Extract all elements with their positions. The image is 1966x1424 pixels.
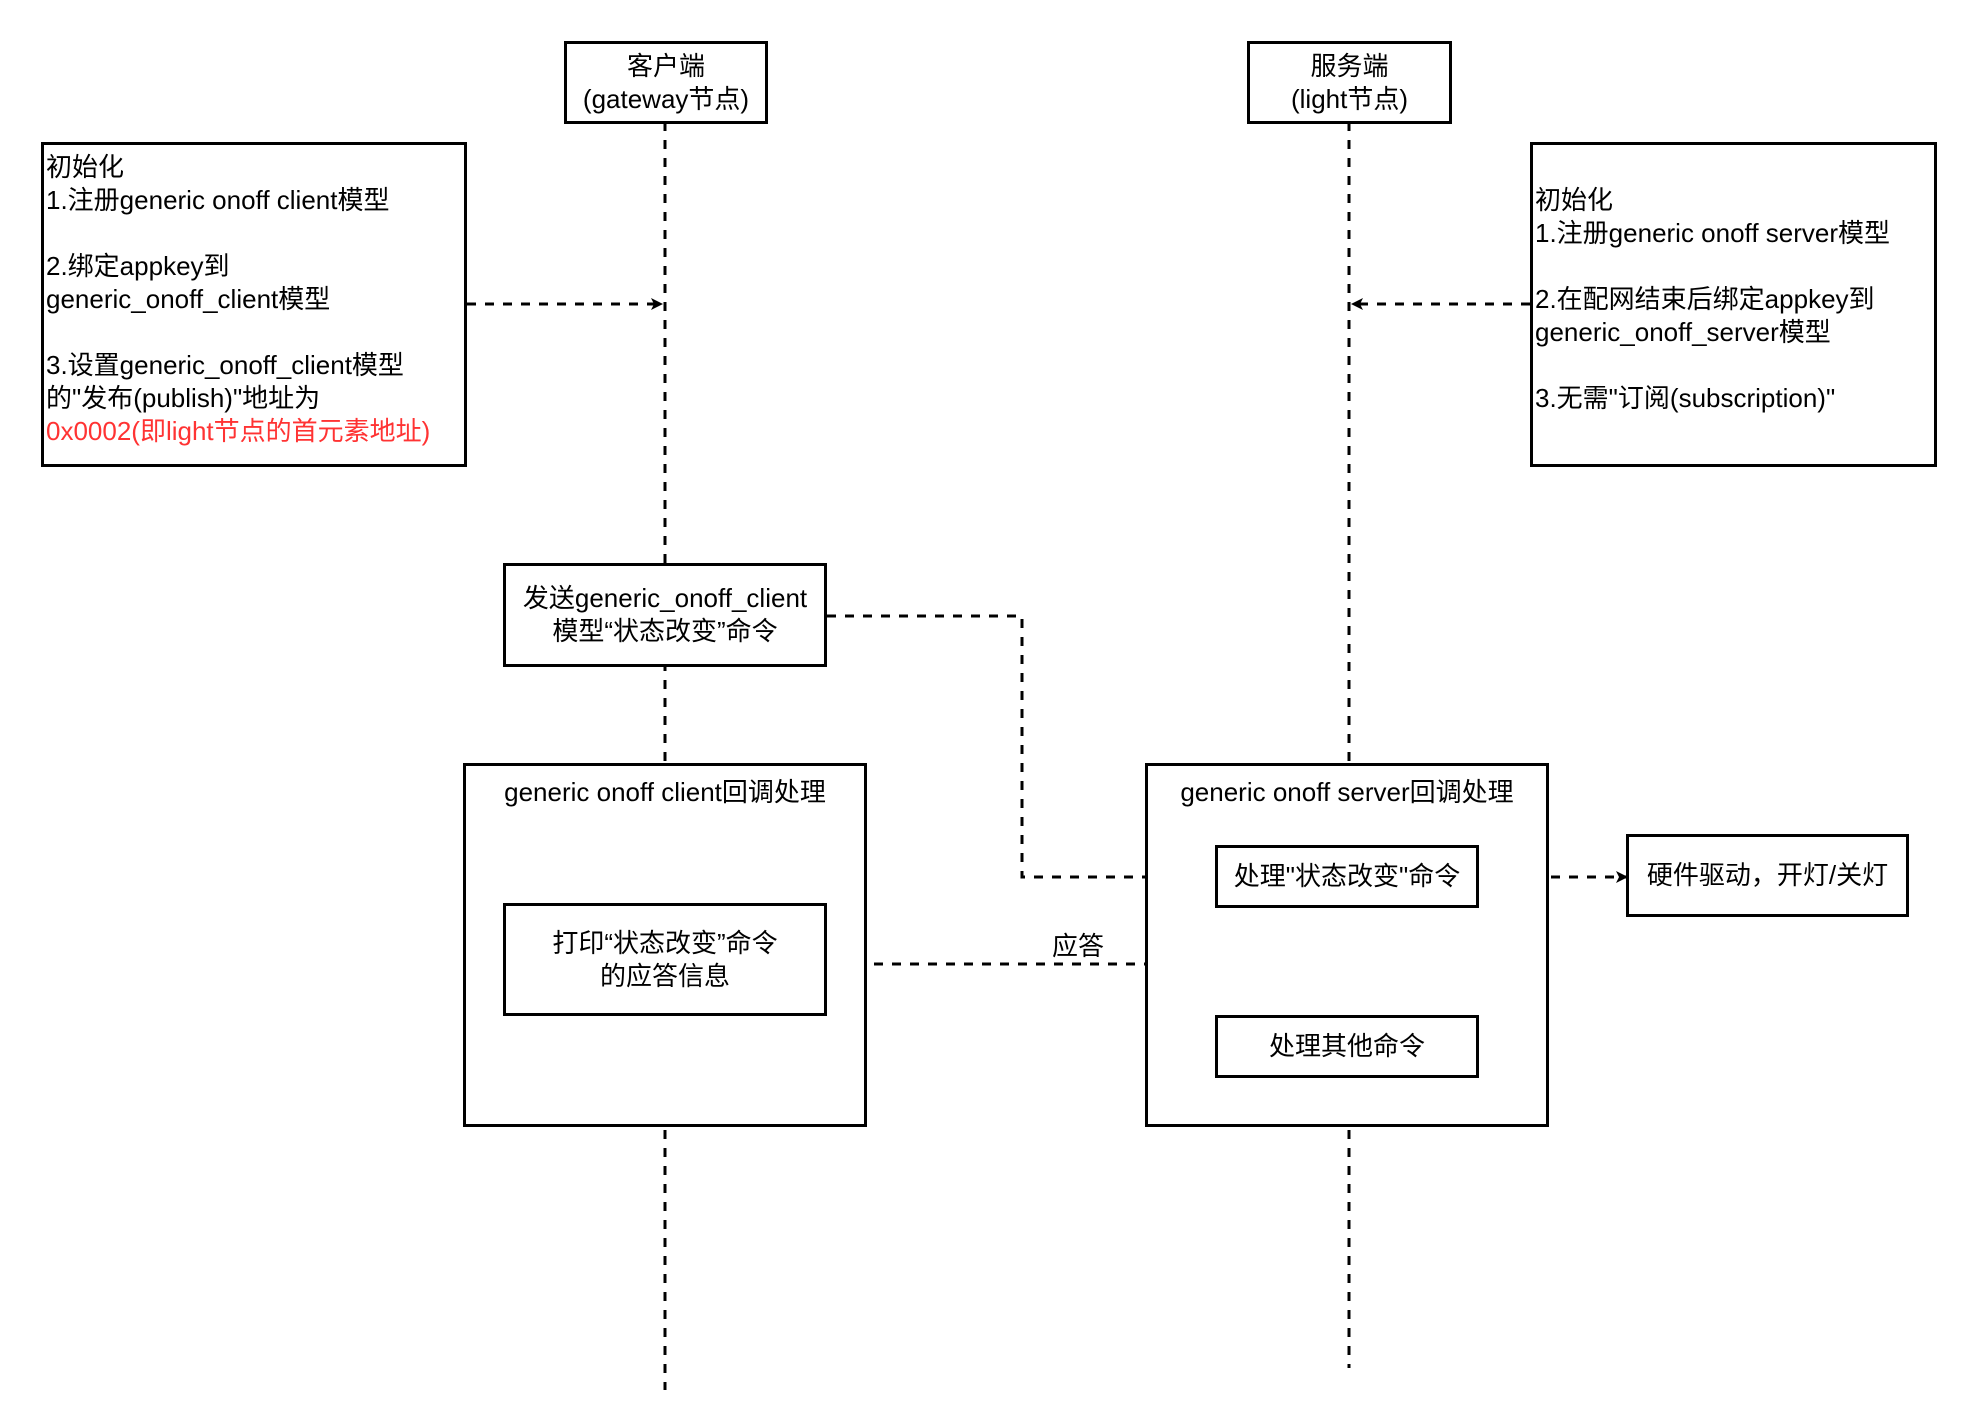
handle-state-change-label: 处理"状态改变"命令 bbox=[1233, 861, 1461, 891]
server-init-line: 2.在配网结束后绑定appkey到 bbox=[1535, 284, 1875, 314]
client-callback-title: generic onoff client回调处理 bbox=[504, 777, 826, 807]
server-lifeline-title: 服务端 bbox=[1310, 50, 1389, 81]
publish-address-highlight: 0x0002(即light节点的首元素地址) bbox=[46, 416, 431, 446]
print-response-box: 打印“状态改变”命令 的应答信息 bbox=[503, 903, 827, 1016]
response-label: 应答 bbox=[1050, 931, 1107, 961]
send-command-line2: 模型“状态改变”命令 bbox=[552, 616, 778, 646]
client-init-line bbox=[46, 316, 464, 349]
client-lifeline-subtitle: (gateway节点) bbox=[582, 83, 750, 114]
server-lifeline-header: 服务端 (light节点) bbox=[1247, 41, 1452, 124]
server-init-line: 1.注册generic onoff server模型 bbox=[1535, 218, 1890, 248]
handle-other-commands-label: 处理其他命令 bbox=[1268, 1031, 1425, 1061]
handle-other-commands-box: 处理其他命令 bbox=[1215, 1015, 1479, 1078]
client-lifeline-title: 客户端 bbox=[626, 50, 705, 81]
server-init-line: generic_onoff_server模型 bbox=[1535, 317, 1831, 347]
client-init-line: 1.注册generic onoff client模型 bbox=[46, 185, 390, 215]
server-init-line: 初始化 bbox=[1535, 185, 1614, 215]
hardware-driver-box: 硬件驱动，开灯/关灯 bbox=[1626, 834, 1909, 917]
send-command-box: 发送generic_onoff_client 模型“状态改变”命令 bbox=[503, 563, 827, 667]
client-init-line: generic_onoff_client模型 bbox=[46, 284, 331, 314]
print-response-line1: 打印“状态改变”命令 bbox=[552, 927, 778, 958]
print-response-line2: 的应答信息 bbox=[599, 960, 730, 991]
server-callback-title: generic onoff server回调处理 bbox=[1180, 777, 1514, 807]
client-init-line: 初始化 bbox=[46, 152, 125, 182]
client-lifeline-header: 客户端 (gateway节点) bbox=[564, 41, 768, 124]
state-change-command-arrow bbox=[827, 614, 1218, 883]
server-init-line: 3.无需"订阅(subscription)" bbox=[1535, 383, 1836, 413]
client-init-note: 初始化 1.注册generic onoff client模型 2.绑定appke… bbox=[41, 142, 467, 467]
server-init-line bbox=[1535, 349, 1934, 382]
handle-state-change-box: 处理"状态改变"命令 bbox=[1215, 845, 1479, 908]
hardware-driver-label: 硬件驱动，开灯/关灯 bbox=[1646, 860, 1889, 890]
client-init-line: 2.绑定appkey到 bbox=[46, 251, 230, 281]
send-command-line1: 发送generic_onoff_client bbox=[522, 583, 808, 613]
server-lifeline-subtitle: (light节点) bbox=[1290, 83, 1408, 114]
server-init-note: 初始化 1.注册generic onoff server模型 2.在配网结束后绑… bbox=[1530, 142, 1937, 467]
server-init-line bbox=[1535, 250, 1934, 283]
client-init-line bbox=[46, 217, 464, 250]
client-init-line: 3.设置generic_onoff_client模型 bbox=[46, 350, 404, 380]
client-init-line: 的"发布(publish)"地址为 bbox=[46, 383, 321, 413]
